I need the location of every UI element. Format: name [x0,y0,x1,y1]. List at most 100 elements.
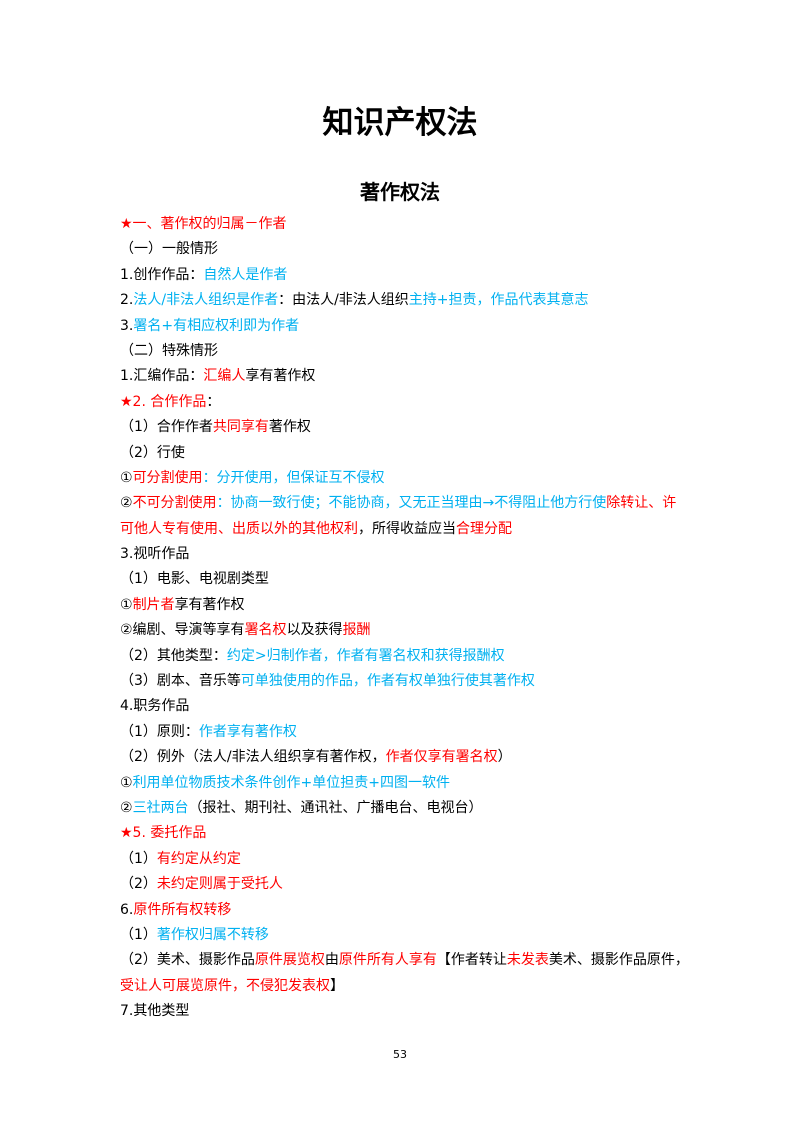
text-line: （二）特殊情形 [120,339,680,364]
text-line: （1）合作作者共同享有著作权 [120,415,680,440]
text-segment: 美术、摄影作品原件， [548,952,689,969]
text-line: ★一、著作权的归属－作者 [120,212,680,237]
text-line: （3）剧本、音乐等可单独使用的作品，作者有权单独行使其著作权 [120,669,680,694]
text-segment: ★5. 委托作品 [120,825,207,842]
text-line: （2）未约定则属于受托人 [120,872,680,897]
text-line: 3.视听作品 [120,542,680,567]
text-segment: 享有著作权 [174,596,245,613]
text-line: （1）原则：作者享有著作权 [120,720,680,745]
text-segment: ★2. 合作作品 [120,393,207,410]
text-segment: 4.职务作品 [120,698,190,715]
text-segment: ：协商一致行使；不能协商，又无正当理由→不得阻止他方行使 [216,495,607,512]
text-segment: （2） [120,876,157,893]
text-segment: ② [120,799,133,816]
text-segment: （一）一般情形 [120,241,218,258]
text-segment: 三社两台 [132,799,189,816]
text-segment: 可分割使用 [132,469,203,486]
text-segment: （1） [120,850,157,867]
text-segment: 3.视听作品 [120,546,190,563]
text-segment: 不可分割使用 [132,495,217,512]
text-segment: 可他人专有使用、出质以外的其他权利 [120,520,358,537]
text-segment: ： [206,393,221,410]
text-segment: 1.汇编作品： [120,368,204,385]
text-line: 可他人专有使用、出质以外的其他权利，所得收益应当合理分配 [120,517,680,542]
text-segment: 未发表 [506,952,549,969]
text-segment: 署名权 [244,622,287,639]
text-segment: （1）电影、电视剧类型 [120,571,269,588]
text-segment: （1） [120,926,157,943]
text-segment: 可单独使用的作品，作者有权单独行使其著作权 [240,673,535,690]
text-segment: 署名+有相应权利即为作者 [133,317,300,334]
text-segment: （二）特殊情形 [120,342,218,359]
text-segment: 除转让、许 [606,495,677,512]
text-segment: 原件所有人享有 [338,952,437,969]
text-line: ②三社两台（报社、期刊社、通讯社、广播电台、电视台） [120,796,680,821]
text-segment: 制片者 [132,596,175,613]
text-line: 4.职务作品 [120,694,680,719]
text-segment: 自然人是作者 [203,266,288,283]
text-line: ①制片者享有著作权 [120,593,680,618]
text-line: 受让人可展览原件，不侵犯发表权】 [120,974,680,999]
text-segment: 未约定则属于受托人 [156,876,283,893]
text-segment: （2）美术、摄影作品 [120,952,255,969]
text-segment: 1.创作作品： [120,266,204,283]
text-line: 6.原件所有权转移 [120,898,680,923]
text-segment: ① [120,469,133,486]
text-line: 1.汇编作品：汇编人享有著作权 [120,364,680,389]
text-segment: 汇编人 [203,368,246,385]
text-segment: ：由法人/非法人组织 [278,292,409,309]
text-line: （2）其他类型：约定>归制作者，作者有署名权和获得报酬权 [120,644,680,669]
text-line: （1）电影、电视剧类型 [120,567,680,592]
text-line: （2）美术、摄影作品原件展览权由原件所有人享有【作者转让未发表美术、摄影作品原件… [120,948,689,973]
text-segment: ②编剧、导演等享有 [120,622,245,639]
text-line: ★2. 合作作品： [120,390,680,415]
text-segment: 受让人可展览原件，不侵犯发表权 [120,977,330,994]
text-line: ②不可分割使用：协商一致行使；不能协商，又无正当理由→不得阻止他方行使除转让、许 [120,491,680,516]
text-segment: 法人/非法人组织是作者 [133,292,279,309]
document-title: 知识产权法 [322,105,478,141]
text-line: （一）一般情形 [120,237,680,262]
text-segment: 著作权 [268,419,311,436]
text-line: 7.其他类型 [120,999,680,1024]
text-segment: 作者享有著作权 [198,723,297,740]
text-segment: 合理分配 [456,520,512,537]
page-number: 53 [393,1048,407,1061]
text-segment: 由 [324,952,339,969]
text-segment: 6. [120,901,134,918]
text-segment: 著作权归属不转移 [156,926,269,943]
text-line: 2.法人/非法人组织是作者：由法人/非法人组织主持+担责，作品代表其意志 [120,288,680,313]
text-segment: 约定>归制作者，作者有署名权和获得报酬权 [226,647,505,664]
text-segment: ★一、著作权的归属－作者 [120,216,287,232]
text-segment: ① [120,596,133,613]
text-segment: 作者仅享有署名权 [385,749,498,766]
text-segment: （2）行使 [120,444,185,461]
text-line: （1）有约定从约定 [120,847,680,872]
text-segment: 7.其他类型 [120,1003,190,1020]
text-segment: 主持+担责，作品代表其意志 [408,292,589,309]
text-segment: ，所得收益应当 [358,520,456,537]
text-segment: 利用单位物质技术条件创作+单位担责+四图一软件 [132,774,451,791]
text-segment: ：分开使用，但保证互不侵权 [202,469,385,486]
text-segment: （1）合作作者 [120,419,213,436]
text-line: ②编剧、导演等享有署名权以及获得报酬 [120,618,680,643]
text-line: ①利用单位物质技术条件创作+单位担责+四图一软件 [120,771,680,796]
text-segment: （报社、期刊社、通讯社、广播电台、电视台） [188,799,483,816]
text-line: （1）著作权归属不转移 [120,923,680,948]
text-segment: 报酬 [342,622,371,639]
text-segment: ） [497,749,512,766]
text-segment: （1）原则： [120,723,199,740]
text-segment: 以及获得 [286,622,343,639]
text-segment: 有约定从约定 [156,850,241,867]
text-segment: 【作者转让 [436,952,507,969]
text-segment: 】 [330,977,344,994]
text-line: ①可分割使用：分开使用，但保证互不侵权 [120,466,680,491]
text-line: 1.创作作品：自然人是作者 [120,263,680,288]
text-line: ★5. 委托作品 [120,821,680,846]
text-segment: 2. [120,292,134,309]
text-segment: （3）剧本、音乐等 [120,673,241,690]
section-title: 著作权法 [360,180,440,204]
text-segment: ① [120,774,133,791]
text-line: （2）行使 [120,441,680,466]
